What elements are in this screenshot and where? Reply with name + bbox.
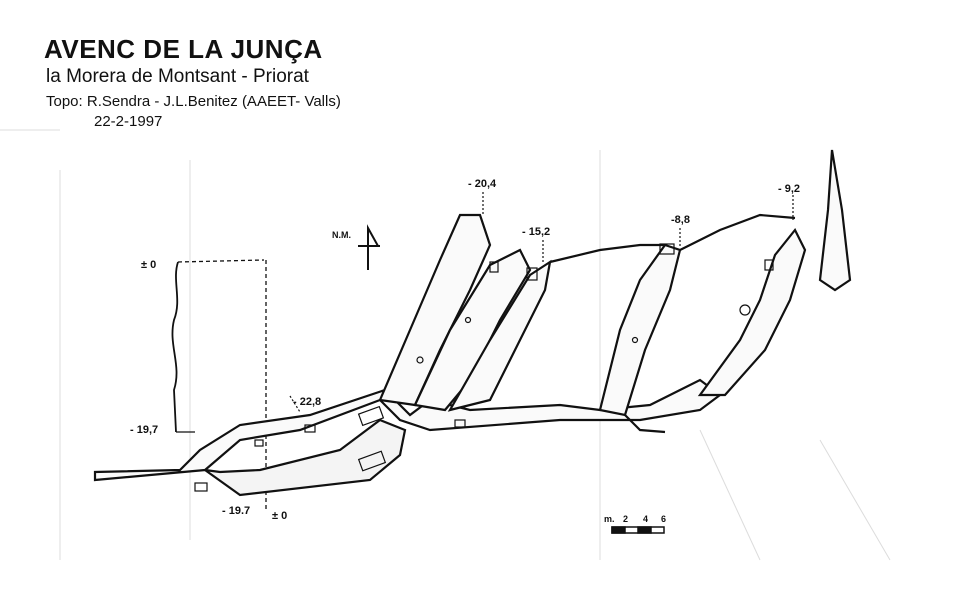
map-title: AVENC DE LA JUNÇA <box>44 34 323 64</box>
vertical-profile <box>171 259 267 510</box>
map-subtitle: la Morera de Montsant - Priorat <box>46 66 309 87</box>
debris-markers <box>194 243 774 492</box>
north-arrow-icon <box>358 224 380 270</box>
scale-bar <box>611 526 665 534</box>
cave-plan <box>93 149 852 497</box>
depth-label-15-2: - 15,2 <box>522 226 551 238</box>
background-noise <box>0 129 891 561</box>
north-arrow-label: N.M. <box>332 230 351 240</box>
profile-bottom-label: - 19,7 <box>130 424 159 436</box>
depth-label-8-8: -8,8 <box>671 214 690 226</box>
scale-unit-label: m. <box>604 514 615 524</box>
depth-leaders <box>289 192 794 413</box>
depth-label-9-2: - 9,2 <box>778 183 801 195</box>
depth-label-20-4: - 20,4 <box>468 178 497 190</box>
depth-label-19-7-bottom: - 19.7 <box>222 505 251 517</box>
survey-credits: Topo: R.Sendra - J.L.Benitez (AAEET- Val… <box>46 93 341 110</box>
scale-tick-label: 4 <box>643 514 649 524</box>
profile-top-label: ± 0 <box>141 259 157 271</box>
depth-label-22-8: - 22,8 <box>293 396 322 408</box>
survey-date: 22-2-1997 <box>94 113 163 130</box>
scale-tick-label: 6 <box>661 514 667 524</box>
scale-tick-label: 2 <box>623 514 629 524</box>
depth-label-0-bottom: ± 0 <box>272 510 288 522</box>
